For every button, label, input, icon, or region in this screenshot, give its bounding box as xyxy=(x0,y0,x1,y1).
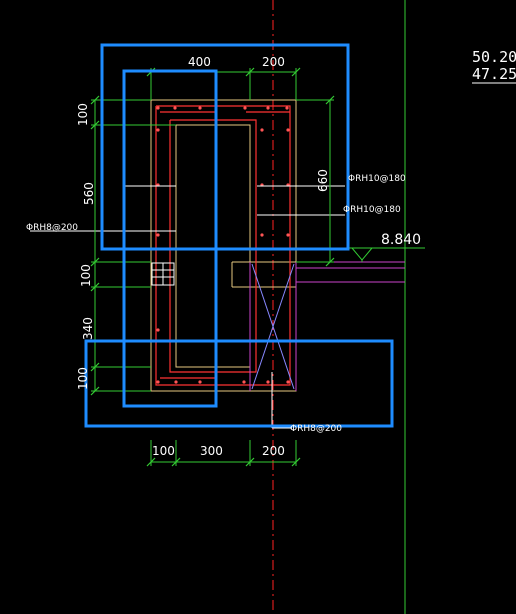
beam-outline xyxy=(249,261,405,391)
dim-left-340: 340 xyxy=(81,317,95,340)
dimension-ticks xyxy=(90,67,335,467)
rebar-note-2: ΦRH10@180 xyxy=(343,205,401,215)
rebar-note-4: ΦRH8@200 xyxy=(290,424,342,434)
selection-box-bottom[interactable] xyxy=(84,339,394,428)
side-value-2: 47.25 xyxy=(472,65,516,83)
dim-bottom-200: 200 xyxy=(262,444,285,458)
concrete-section xyxy=(150,99,297,392)
dim-left-560: 560 xyxy=(82,182,96,205)
selection-box-column[interactable] xyxy=(122,69,218,408)
dim-left-100-bottom: 100 xyxy=(76,367,90,390)
dim-top-left: 400 xyxy=(188,55,211,69)
side-value-1: 50.20 xyxy=(472,48,516,66)
tie-detail xyxy=(151,262,175,286)
dim-right-660: 660 xyxy=(316,169,330,192)
beam-cross xyxy=(251,263,295,390)
rebar-note-1: ΦRH10@180 xyxy=(348,174,406,184)
dim-left-100-mid: 100 xyxy=(79,264,93,287)
dim-bottom-300: 300 xyxy=(200,444,223,458)
selection-box-top[interactable] xyxy=(100,43,350,251)
dim-bottom-100: 100 xyxy=(152,444,175,458)
selection-boxes[interactable] xyxy=(84,43,394,428)
elevation-level: 8.840 xyxy=(381,232,421,248)
dim-left-100-top: 100 xyxy=(76,103,90,126)
rebar-lines xyxy=(155,105,291,386)
dim-top-right: 200 xyxy=(262,55,285,69)
rebar-note-3: ΦRH8@200 xyxy=(26,223,78,233)
